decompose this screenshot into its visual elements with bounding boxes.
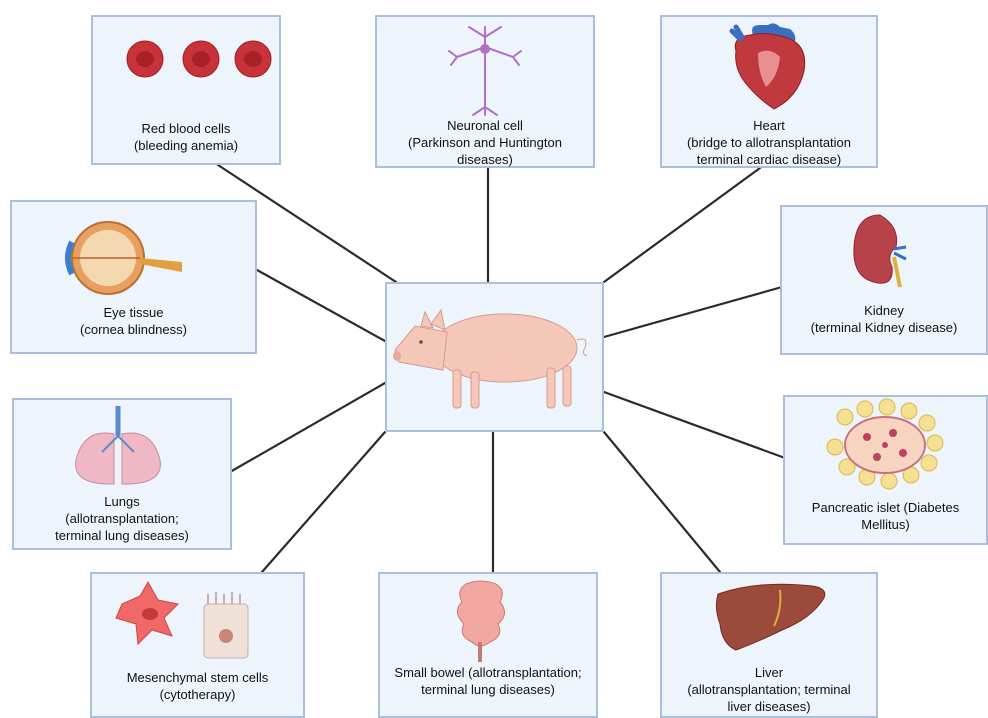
label-line: diseases) — [381, 151, 589, 168]
node-neuronal-cell: Neuronal cell (Parkinson and Huntington … — [375, 15, 595, 168]
label-line: Neuronal cell — [381, 117, 589, 134]
lungs-icon — [14, 400, 230, 490]
node-label-neuronal-cell: Neuronal cell (Parkinson and Huntington … — [381, 117, 589, 168]
label-line: liver diseases) — [666, 698, 872, 715]
connector-heart — [604, 168, 760, 282]
node-label-heart: Heart (bridge to allotransplantation ter… — [666, 117, 872, 168]
label-line: Eye tissue — [16, 304, 251, 321]
label-line: (terminal Kidney disease) — [786, 319, 982, 336]
label-line: Heart — [666, 117, 872, 134]
node-label-liver: Liver (allotransplantation; terminal liv… — [666, 664, 872, 715]
kidney-icon — [782, 207, 986, 297]
label-line: (allotransplantation; — [18, 510, 226, 527]
label-line: (cornea blindness) — [16, 321, 251, 338]
stem-cell-icon — [92, 574, 303, 664]
node-mesenchymal-stem-cells: Mesenchymal stem cells (cytotherapy) — [90, 572, 305, 718]
label-line: terminal cardiac disease) — [666, 151, 872, 168]
node-small-bowel: Small bowel (allotransplantation; termin… — [378, 572, 598, 718]
node-heart: Heart (bridge to allotransplantation ter… — [660, 15, 878, 168]
heart-icon — [662, 17, 876, 117]
node-label-lungs: Lungs (allotransplantation; terminal lun… — [18, 493, 226, 544]
red-blood-cells-icon — [93, 17, 279, 107]
label-line: Mellitus) — [789, 516, 982, 533]
node-label-pancreatic-islet: Pancreatic islet (Diabetes Mellitus) — [789, 499, 982, 533]
node-red-blood-cells: Red blood cells (bleeding anemia) — [91, 15, 281, 165]
connector-liver — [604, 432, 720, 572]
small-bowel-icon — [380, 574, 596, 664]
label-line: (bleeding anemia) — [97, 137, 275, 154]
label-line: (Parkinson and Huntington — [381, 134, 589, 151]
eye-icon — [12, 202, 255, 302]
label-line: Lungs — [18, 493, 226, 510]
connector-pancreatic-islet — [604, 392, 785, 458]
connector-kidney — [604, 287, 782, 337]
label-line: (bridge to allotransplantation — [666, 134, 872, 151]
label-line: Red blood cells — [97, 120, 275, 137]
node-eye-tissue: Eye tissue (cornea blindness) — [10, 200, 257, 354]
node-label-red-blood-cells: Red blood cells (bleeding anemia) — [97, 120, 275, 154]
label-line: terminal lung diseases) — [18, 527, 226, 544]
label-line: Kidney — [786, 302, 982, 319]
label-line: Liver — [666, 664, 872, 681]
label-line: (allotransplantation; terminal — [666, 681, 872, 698]
connector-stem-cells — [262, 432, 385, 572]
node-liver: Liver (allotransplantation; terminal liv… — [660, 572, 878, 718]
label-line: (cytotherapy) — [96, 686, 299, 703]
node-label-small-bowel: Small bowel (allotransplantation; termin… — [384, 664, 592, 698]
pig-center-box — [385, 282, 604, 432]
liver-icon — [662, 574, 876, 664]
node-label-mesenchymal-stem-cells: Mesenchymal stem cells (cytotherapy) — [96, 669, 299, 703]
pig-icon — [387, 284, 602, 430]
connector-eye-tissue — [257, 270, 385, 341]
node-label-kidney: Kidney (terminal Kidney disease) — [786, 302, 982, 336]
label-line: terminal lung diseases) — [384, 681, 592, 698]
node-label-eye-tissue: Eye tissue (cornea blindness) — [16, 304, 251, 338]
node-kidney: Kidney (terminal Kidney disease) — [780, 205, 988, 355]
label-line: Pancreatic islet (Diabetes — [789, 499, 982, 516]
node-pancreatic-islet: Pancreatic islet (Diabetes Mellitus) — [783, 395, 988, 545]
neuron-icon — [377, 17, 593, 117]
label-line: Mesenchymal stem cells — [96, 669, 299, 686]
pancreatic-islet-icon — [785, 397, 986, 492]
node-lungs: Lungs (allotransplantation; terminal lun… — [12, 398, 232, 550]
label-line: Small bowel (allotransplantation; — [384, 664, 592, 681]
